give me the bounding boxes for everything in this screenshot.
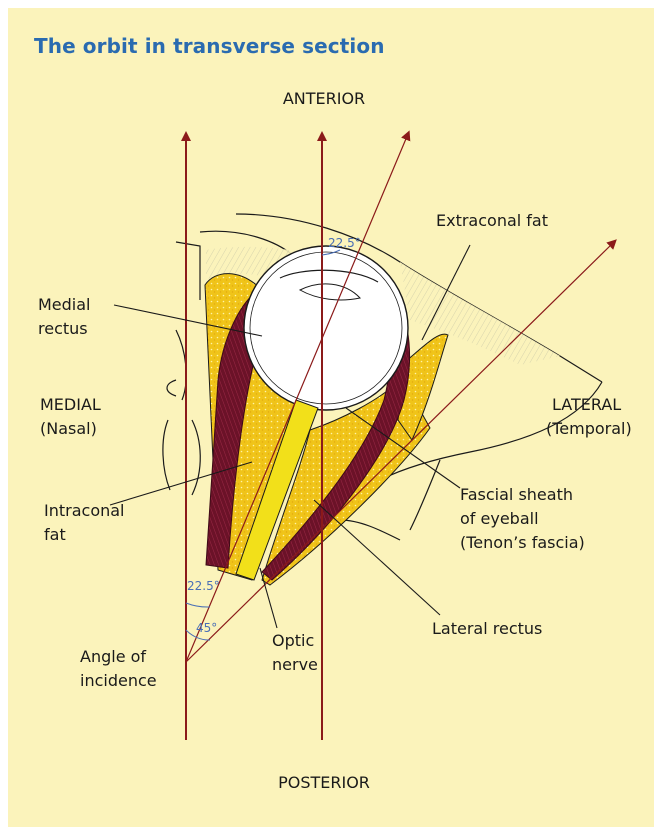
medial-label: MEDIAL: [40, 395, 101, 414]
lateral-sub-label: (Temporal): [546, 419, 632, 438]
optic-nerve-label-1: Optic: [272, 631, 314, 650]
medial-sub-label: (Nasal): [40, 419, 97, 438]
fascial-sheath-label-3: (Tenon’s fascia): [460, 533, 585, 552]
fascial-sheath-label-1: Fascial sheath: [460, 485, 573, 504]
lateral-label: LATERAL: [552, 395, 621, 414]
fascial-sheath-label-2: of eyeball: [460, 509, 539, 528]
angle-lower-label: 22.5°: [187, 579, 220, 593]
medial-rectus-label-1: Medial: [38, 295, 91, 314]
lateral-rectus-label: Lateral rectus: [432, 619, 542, 638]
intraconal-fat-label-2: fat: [44, 525, 66, 544]
angle-of-incidence-label-2: incidence: [80, 671, 157, 690]
angle-wide-label: 45°: [196, 621, 217, 635]
angle-arc-22-5-lower: [186, 603, 210, 607]
angle-of-incidence-label-1: Angle of: [80, 647, 146, 666]
intraconal-fat-label-1: Intraconal: [44, 501, 125, 520]
medial-rectus-label-2: rectus: [38, 319, 88, 338]
anterior-label: ANTERIOR: [283, 89, 365, 108]
extraconal-fat-label: Extraconal fat: [436, 211, 548, 230]
optic-nerve-label-2: nerve: [272, 655, 318, 674]
angle-top-label: 22.5°: [328, 236, 361, 250]
posterior-label: POSTERIOR: [278, 773, 370, 792]
